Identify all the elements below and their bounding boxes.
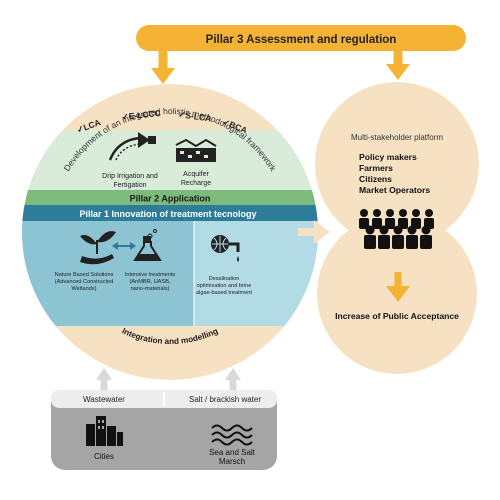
pillar1-item-label-line: algae-based treatment (196, 290, 252, 296)
pillar2-title: Pillar 2 Application (130, 194, 211, 204)
stakeholder-group: Citizens (359, 174, 392, 184)
pillar1-title: Pillar 1 Innovation of treatment tecnolo… (79, 209, 256, 219)
city-buildings-icon (86, 416, 123, 446)
pillar1-item-label-line: Nature Based Solutions (55, 272, 114, 278)
pillar2-item-label-line: Drip Irrigation and (102, 173, 158, 180)
pillar3-bar (136, 25, 466, 51)
pillar1-item-label-line: optimisation and brine (197, 283, 252, 289)
drip-irrigation-icon (108, 132, 156, 161)
method-slca: ✓S-LCA (178, 109, 212, 124)
sources-panel-bg (51, 390, 277, 470)
pillar1-item-label-line: Desalination (209, 276, 240, 282)
pillar2-panel (22, 130, 318, 190)
pillar1-item-label-line: Intensive treatments (125, 272, 176, 278)
stakeholder-platform: Multi-stakeholder platform Policy makers… (315, 82, 479, 374)
framework-circle: Development of an integrated holistic me… (22, 84, 318, 380)
source-input-brackish: Salt / brackish water (189, 395, 261, 404)
pillar1-bar (22, 205, 318, 221)
source-input-wastewater: Wastewater (83, 395, 125, 404)
pillar3-arrow-left-icon (151, 68, 175, 84)
pillar3-banner: Pillar 3 Assessment and regulation (136, 25, 466, 84)
link-arrow-icon (298, 220, 330, 244)
desalination-icon (211, 235, 240, 262)
pillar3-label: Pillar 3 Assessment and regulation (206, 34, 397, 46)
method-elccc: ✓E-LCCC (121, 108, 161, 122)
pillar1-panel-right (194, 221, 318, 326)
pillar2-item-label-line: Recharge (181, 180, 211, 187)
arrow-up-icon (96, 368, 112, 380)
crowd-icon (359, 209, 434, 249)
stakeholder-group: Market Operators (359, 185, 430, 195)
stakeholder-group: Policy makers (359, 152, 417, 162)
stakeholder-group: Farmers (359, 163, 393, 173)
source-sea-label-line: Sea and Salt (209, 448, 256, 457)
source-cities-label: Cities (94, 452, 114, 461)
pillar2-item-label-line: Acquifer (183, 171, 209, 178)
flask-icon (133, 229, 162, 261)
pillar1-item-label-line: (AnMBR, UASB, (129, 279, 170, 285)
stakeholder-title: Multi-stakeholder platform (351, 133, 443, 142)
arrow-up-icon (225, 368, 241, 380)
source-arrows (96, 368, 241, 392)
sources-panel: Wastewater Salt / brackish water Cities … (51, 390, 277, 470)
pillar3-arrow-right-icon (386, 64, 410, 80)
pillar1-item-label-line: Wetlands) (71, 286, 96, 292)
pillar2-bar (22, 190, 318, 205)
pillar1-item-label-line: nano-materials) (131, 286, 170, 292)
pillar2-item-label-line: Fertigation (113, 182, 146, 189)
sea-waves-icon (211, 424, 253, 446)
outcome-label: Increase of Public Acceptance (335, 311, 459, 321)
aquifer-recharge-icon (175, 138, 217, 162)
exchange-arrows-icon (112, 242, 136, 250)
outcome-arrow-icon (386, 286, 410, 302)
pillar1-item-label-line: (Advanced Constructed (55, 279, 113, 285)
source-sea-label-line: Marsch (219, 457, 245, 466)
seedling-hand-icon (80, 231, 116, 265)
stakeholder-circle-top (315, 82, 479, 246)
